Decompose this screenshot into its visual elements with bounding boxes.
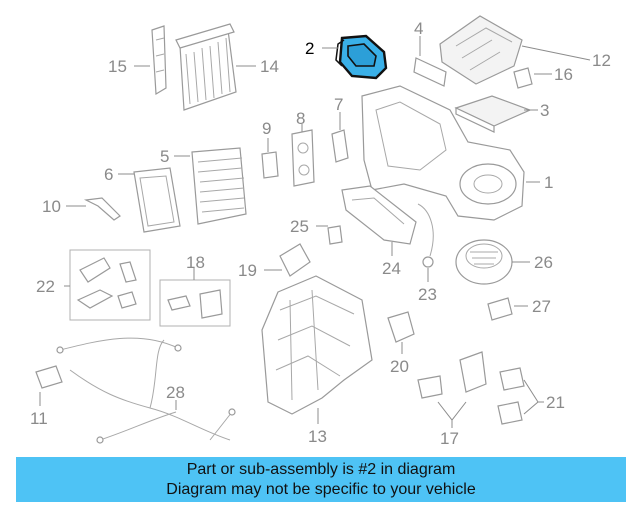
callout-1[interactable]: 1 [544, 173, 553, 192]
callout-16[interactable]: 16 [554, 65, 573, 84]
callout-6[interactable]: 6 [104, 165, 113, 184]
part-17[interactable] [417, 351, 487, 399]
callout-14[interactable]: 14 [260, 57, 279, 76]
banner-line-1: Part or sub-assembly is #2 in diagram [186, 460, 456, 478]
part-15[interactable] [151, 25, 167, 96]
callout-25[interactable]: 25 [290, 217, 309, 236]
part-26[interactable] [455, 239, 513, 285]
part-23[interactable] [417, 203, 434, 268]
callout-12[interactable]: 12 [592, 51, 611, 70]
part-4[interactable] [413, 57, 447, 87]
part-8[interactable] [291, 129, 315, 187]
callout-7[interactable]: 7 [334, 95, 343, 114]
part-19[interactable] [279, 243, 311, 277]
part-13[interactable] [261, 275, 373, 415]
part-18[interactable] [167, 289, 223, 319]
part-22-group-box [69, 249, 151, 321]
banner-line-2: Diagram may not be specific to your vehi… [166, 480, 476, 498]
callout-22[interactable]: 22 [36, 277, 55, 296]
part-14[interactable] [175, 23, 237, 111]
part-6[interactable] [133, 167, 181, 233]
callout-19[interactable]: 19 [238, 261, 257, 280]
part-9[interactable] [261, 151, 279, 179]
callout-9[interactable]: 9 [262, 119, 271, 138]
part-28[interactable] [56, 337, 236, 444]
part-27[interactable] [487, 297, 513, 321]
part-12[interactable] [439, 15, 523, 85]
part-24[interactable] [341, 185, 417, 245]
callout-5[interactable]: 5 [160, 147, 169, 166]
callout-26[interactable]: 26 [534, 253, 553, 272]
callout-27[interactable]: 27 [532, 297, 551, 316]
part-22[interactable] [76, 257, 137, 309]
callout-2[interactable]: 2 [305, 39, 314, 58]
callout-4[interactable]: 4 [414, 19, 423, 38]
part-25[interactable] [327, 225, 343, 245]
callout-28[interactable]: 28 [166, 383, 185, 402]
part-1[interactable] [361, 85, 525, 221]
callout-20[interactable]: 20 [390, 357, 409, 376]
part-3[interactable] [454, 95, 532, 133]
callout-15[interactable]: 15 [108, 57, 127, 76]
part-11[interactable] [35, 365, 63, 389]
callout-18[interactable]: 18 [186, 253, 205, 272]
part-21[interactable] [497, 367, 525, 425]
part-16[interactable] [513, 67, 533, 89]
callout-24[interactable]: 24 [382, 259, 401, 278]
callout-3[interactable]: 3 [540, 101, 549, 120]
callout-21[interactable]: 21 [546, 393, 565, 412]
callout-23[interactable]: 23 [418, 285, 437, 304]
callout-11[interactable]: 11 [30, 409, 48, 428]
callout-8[interactable]: 8 [296, 109, 305, 128]
part-18-group-box [159, 279, 231, 327]
callout-13[interactable]: 13 [308, 427, 327, 446]
part-10[interactable] [83, 197, 121, 221]
callout-17[interactable]: 17 [440, 429, 459, 448]
info-banner: Part or sub-assembly is #2 in diagram Di… [16, 457, 626, 502]
part-20[interactable] [387, 311, 415, 343]
part-2-highlighted[interactable] [335, 34, 388, 80]
part-5[interactable] [191, 147, 247, 225]
callout-10[interactable]: 10 [42, 197, 61, 216]
part-7[interactable] [331, 129, 349, 163]
